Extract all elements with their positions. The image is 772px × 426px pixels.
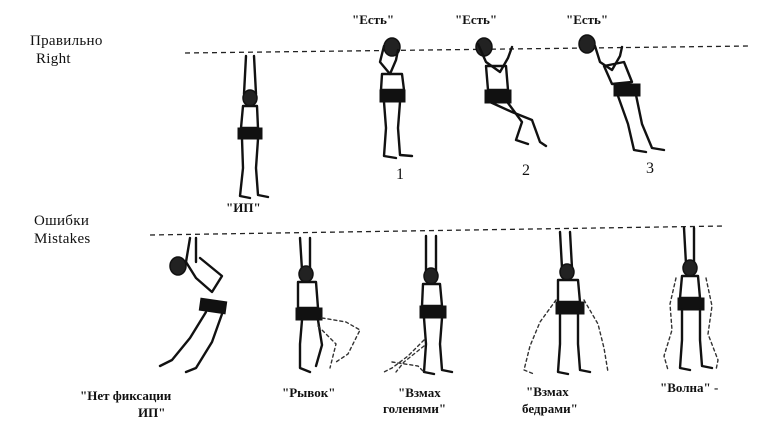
start-position-label: "ИП": [226, 201, 261, 214]
figure-mistake-shin-swing: [384, 236, 452, 374]
mistake-caption-1-line2: ИП": [138, 406, 165, 419]
step-3-number: 3: [646, 161, 654, 177]
mistake-caption-5-line1: "Волна" -: [660, 381, 718, 394]
mistake-caption-4-line2: бедрами": [522, 402, 578, 415]
figure-mistake-no-fixation: [160, 238, 227, 372]
mistake-caption-2-line1: "Рывок": [282, 386, 335, 399]
figure-right-3: [579, 35, 664, 152]
mistake-caption-3-line2: голенями": [383, 402, 446, 415]
figure-mistake-thigh-swing: [524, 232, 608, 374]
step-3-quote: "Есть": [566, 13, 608, 26]
figure-right-1: [380, 38, 412, 158]
step-2-quote: "Есть": [455, 13, 497, 26]
section-label-mistakes-en: Mistakes: [34, 232, 91, 247]
step-2-number: 2: [522, 163, 530, 179]
mistakes-row-bar: [150, 226, 725, 235]
mistake-caption-4-line1: "Взмах: [526, 385, 569, 398]
figure-mistake-wave: [664, 228, 718, 370]
figure-right-2: [476, 38, 546, 146]
section-label-mistakes-ru: Ошибки: [34, 214, 89, 229]
figure-start-position: [238, 56, 268, 198]
right-row-bar: [185, 46, 750, 53]
step-1-quote: "Есть": [352, 13, 394, 26]
figure-mistake-jerk: [296, 238, 360, 372]
step-1-number: 1: [396, 167, 404, 183]
section-label-right-ru: Правильно: [30, 34, 103, 49]
mistake-caption-3-line1: "Взмах: [398, 386, 441, 399]
mistake-caption-1-line1: "Нет фиксации: [80, 389, 171, 402]
section-label-right-en: Right: [36, 52, 71, 67]
